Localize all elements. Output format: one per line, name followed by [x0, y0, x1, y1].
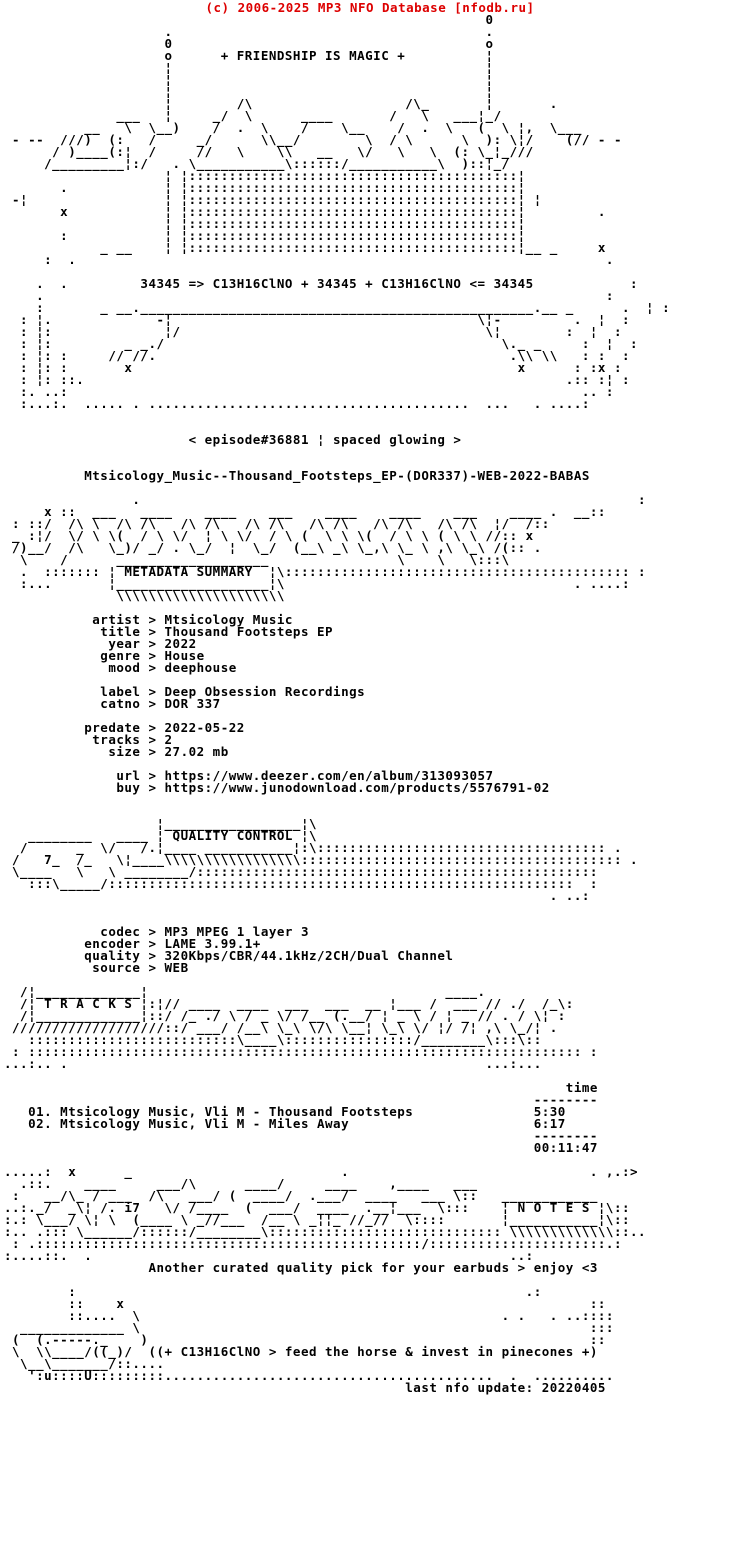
notes-logo: .....: x _ . . ,.:> .::. ____ ___/\ ____… — [4, 1164, 647, 1263]
quality-control-logo: ¦_________________¦\ ________ ____ ¦ QUA… — [12, 816, 639, 903]
metadata-summary-logo: . : x :: ___ ____ ____ ___ ____ ____ ___… — [12, 492, 647, 603]
release-title-block: < episode#36881 ¦ spaced glowing > Mtsic… — [84, 432, 590, 483]
top-ascii-banner: 0 . . 0 o o + FRIENDSHIP IS MAGIC + ¦ — [12, 12, 671, 411]
quality-fields: codec > MP3 MPEG 1 layer 3 encoder > LAM… — [84, 924, 454, 975]
nfo-document: (c) 2006-2025 MP3 NFO Database [nfodb.ru… — [0, 0, 736, 1430]
nfo-footer: last nfo update: 20220405 — [405, 1380, 606, 1395]
note-message: Another curated quality pick for your ea… — [148, 1260, 598, 1275]
metadata-fields: artist > Mtsicology Music title > Thousa… — [84, 612, 550, 795]
copyright-header: (c) 2006-2025 MP3 NFO Database [nfodb.ru… — [205, 0, 535, 15]
horse-ascii-art: : .: :: x :: ::.... \ . — [12, 1284, 614, 1383]
tracks-logo: /¦_____________¦ ____. /¦ T R A C K S ¦:… — [4, 984, 598, 1071]
tracklist: time -------- 01. Mtsicology Music, Vli … — [28, 1080, 598, 1155]
